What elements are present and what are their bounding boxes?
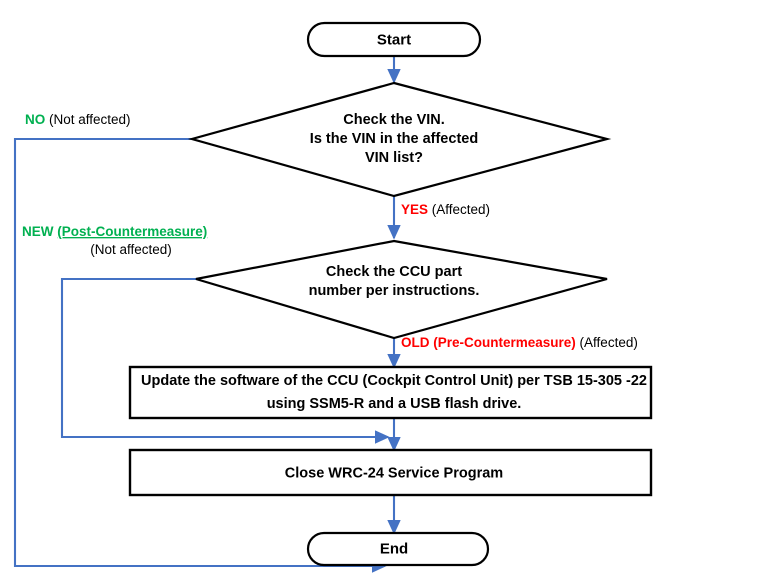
process-update-shape bbox=[128, 365, 653, 420]
decision-ccu-line-1: Check the CCU part bbox=[326, 264, 462, 280]
end-label: End bbox=[380, 540, 408, 557]
decision-vin-line-3: VIN list? bbox=[365, 150, 423, 166]
node-end[interactable]: End bbox=[306, 531, 490, 567]
node-process-close[interactable]: Close WRC-24 Service Program bbox=[128, 448, 653, 497]
edge-label-vin-yes: YES (Affected) bbox=[401, 202, 490, 217]
node-process-update[interactable]: Update the software of the CCU (Cockpit … bbox=[128, 365, 653, 420]
process-update-line-2: using SSM5-R and a USB flash drive. bbox=[267, 396, 522, 412]
edge-label-ccu-old-rest: (Affected) bbox=[576, 335, 638, 350]
edge-label-vin-no: NO (Not affected) bbox=[25, 112, 131, 127]
edge-label-ccu-old: OLD (Pre-Countermeasure) (Affected) bbox=[401, 335, 638, 350]
edge-label-vin-no-rest: (Not affected) bbox=[45, 112, 130, 127]
connector-vin-no-to-end bbox=[13, 137, 387, 573]
edge-label-vin-yes-rest: (Affected) bbox=[428, 202, 490, 217]
node-start[interactable]: Start bbox=[306, 21, 482, 58]
decision-vin-shape bbox=[187, 81, 612, 198]
decision-vin-line-2: Is the VIN in the affected bbox=[310, 131, 478, 147]
edge-label-ccu-new-underlined: (Post-Countermeasure) bbox=[57, 224, 207, 239]
start-shape bbox=[306, 21, 482, 58]
edge-label-vin-no-strong: NO bbox=[25, 112, 45, 127]
decision-vin-line-1: Check the VIN. bbox=[343, 112, 445, 128]
process-close-label: Close WRC-24 Service Program bbox=[285, 465, 503, 481]
end-shape bbox=[306, 531, 490, 567]
process-update-line-1: Update the software of the CCU (Cockpit … bbox=[141, 373, 647, 389]
connector-ccu-new-to-close bbox=[60, 277, 390, 444]
edge-label-ccu-new-strong: NEW bbox=[22, 224, 57, 239]
decision-ccu-line-2: number per instructions. bbox=[309, 283, 480, 299]
decision-ccu-shape bbox=[195, 239, 608, 340]
process-close-shape bbox=[128, 448, 653, 497]
edge-label-ccu-new-second-line: (Not affected) bbox=[90, 242, 172, 257]
edge-label-vin-yes-strong: YES bbox=[401, 202, 428, 217]
edge-label-ccu-new: NEW (Post-Countermeasure) bbox=[22, 224, 207, 239]
start-label: Start bbox=[377, 31, 411, 48]
edge-label-ccu-old-strong: OLD (Pre-Countermeasure) bbox=[401, 335, 576, 350]
node-decision-ccu[interactable]: Check the CCU part number per instructio… bbox=[195, 239, 608, 340]
node-decision-vin[interactable]: Check the VIN. Is the VIN in the affecte… bbox=[187, 81, 612, 198]
process-update-text-plain: Update the software of the CCU (Cockpit … bbox=[141, 373, 517, 389]
process-update-text-highlight: per TSB 15-305 -22 bbox=[517, 373, 647, 389]
